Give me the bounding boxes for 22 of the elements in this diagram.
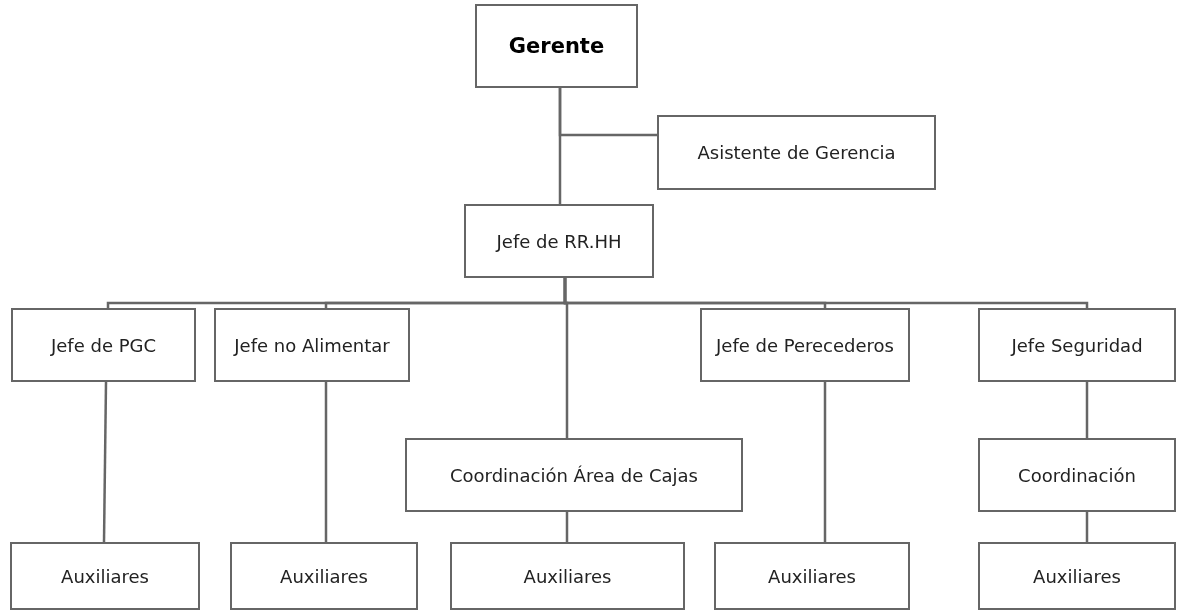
connector-line: [558, 88, 562, 204]
role-box: Coordinación Área de Cajas: [405, 438, 743, 512]
role-box: Asistente de Gerencia: [657, 115, 936, 190]
role-box: Coordinación: [978, 438, 1176, 512]
connector-line: [102, 382, 108, 542]
role-box: Auxiliares: [978, 542, 1176, 610]
role-box: Auxiliares: [450, 542, 685, 610]
role-box: Auxiliares: [10, 542, 200, 610]
connector-line: [1085, 512, 1089, 542]
connector-line: [565, 512, 569, 542]
role-box: Jefe de RR.HH: [464, 204, 654, 278]
role-box: Auxiliares: [714, 542, 910, 610]
role-box: Gerente: [475, 4, 638, 88]
connector-line: [563, 278, 1089, 309]
role-box: Jefe de PGC: [11, 308, 196, 382]
role-box: Jefe de Perecederos: [700, 308, 910, 382]
role-box: Jefe Seguridad: [978, 308, 1176, 382]
role-box: Jefe no Alimentar: [214, 308, 410, 382]
connector-line: [823, 382, 827, 542]
role-box: Auxiliares: [230, 542, 418, 610]
connector-line: [324, 382, 328, 542]
connector-line: [1085, 382, 1089, 438]
